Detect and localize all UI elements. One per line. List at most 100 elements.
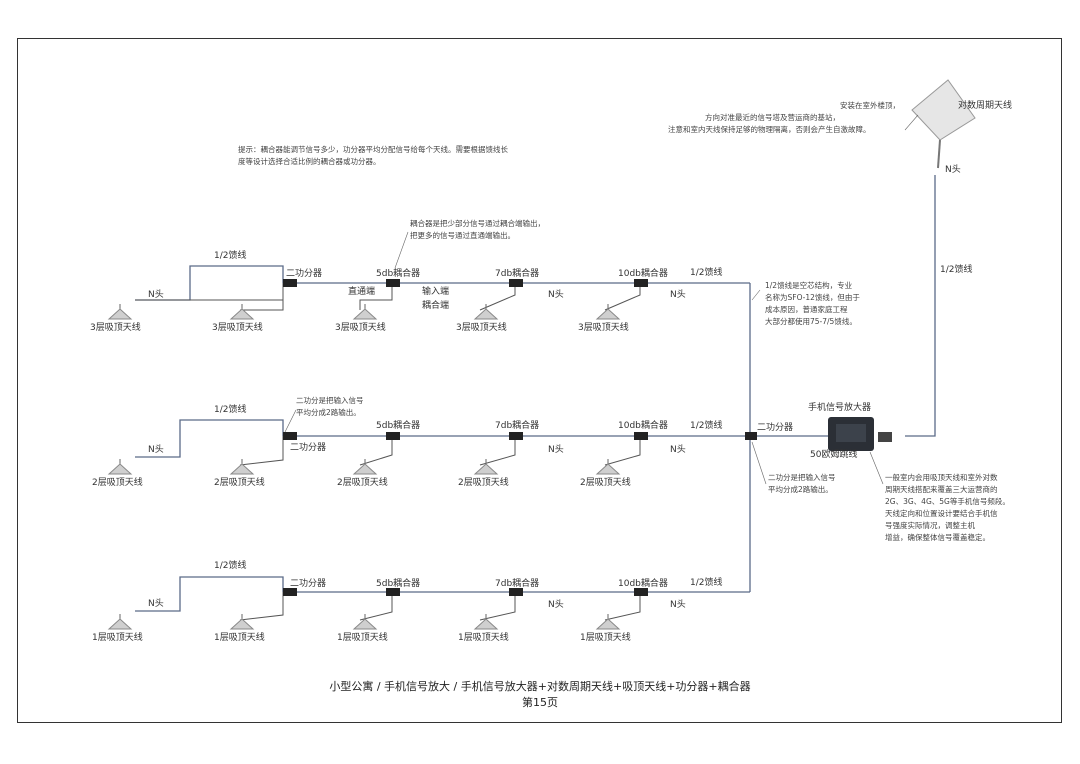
row2-splitter-label: 二功分器 [290, 442, 326, 453]
splitter-3 [283, 279, 297, 287]
amp-note-5: 号强度实际情况，调整主机 [885, 520, 975, 530]
ceiling-antenna-icon [595, 304, 621, 320]
ceiling-antenna-icon [107, 304, 133, 320]
row1-c5-label: 5db耦合器 [376, 577, 420, 589]
footer-page: 第15页 [522, 695, 558, 709]
splitter-note-1: 二功分是把输入信号 [296, 395, 364, 405]
row3-c5-label: 5db耦合器 [376, 267, 420, 279]
cable-note-2: 名称为SFO-12馈线，但由于 [765, 292, 860, 302]
row3-ant3: 3层吸顶天线 [335, 321, 386, 333]
ceiling-antenna-icon [473, 459, 499, 475]
row3-ant4: 3层吸顶天线 [456, 321, 507, 333]
labels: 1/2馈线 N头 二功分器 5db耦合器 7db耦合器 10db耦合器 1/2馈… [90, 99, 1012, 709]
trunk-lines [135, 175, 936, 612]
row3-ant5: 3层吸顶天线 [578, 321, 629, 333]
row3-nhead-label: N头 [148, 289, 164, 300]
coupler-7db-1 [509, 588, 523, 596]
row3-feeder2-label: 1/2馈线 [690, 266, 723, 278]
tip-note-1: 提示：耦合器能调节信号多少，功分器平均分配信号给每个天线。需要根据馈线长 [238, 144, 508, 154]
coupler-note-1: 耦合器是把少部分信号通过耦合端输出， [410, 218, 545, 228]
row2-feeder2-label: 1/2馈线 [690, 419, 723, 431]
ceiling-antenna-icon [352, 304, 378, 320]
cable-note-4: 大部分都使用75-7/5馈线。 [765, 316, 857, 326]
diagram-frame [17, 38, 1062, 723]
row2-nhead3: N头 [670, 444, 686, 455]
outdoor-note-1: 安装在室外楼顶， [840, 100, 900, 110]
row3-nhead2: N头 [548, 289, 564, 300]
row1-nhead-label: N头 [148, 598, 164, 609]
row2-c7-label: 7db耦合器 [495, 419, 539, 431]
cable-note-1: 1/2馈线是空芯结构，专业 [765, 280, 853, 290]
coupler-note-2: 把更多的信号通过直通端输出。 [410, 230, 515, 240]
row2-ant3: 2层吸顶天线 [337, 476, 388, 488]
row1-c7-label: 7db耦合器 [495, 577, 539, 589]
cable-note-3: 成本原因，普通家庭工程 [765, 304, 848, 314]
outdoor-nhead-label: N头 [945, 164, 961, 175]
row1-ant4: 1层吸顶天线 [458, 631, 509, 643]
ceiling-antenna-icon [229, 459, 255, 475]
coupled-port-label: 耦合端 [422, 299, 449, 311]
footer-title: 小型公寓 / 手机信号放大 / 手机信号放大器+对数周期天线+吸顶天线+功分器+… [329, 679, 750, 693]
amp-note-4: 天线定向和位置设计要结合手机信 [885, 508, 998, 518]
main-splitter-label: 二功分器 [757, 422, 793, 433]
ceiling-antenna-icon [352, 459, 378, 475]
amp-note-1: 一般室内会用吸顶天线和室外对数 [885, 472, 998, 482]
row1-c10-label: 10db耦合器 [618, 577, 668, 589]
row2-ant4: 2层吸顶天线 [458, 476, 509, 488]
main-splitter [745, 432, 757, 440]
ceiling-antenna-icon [229, 614, 255, 630]
amp-note-2: 周期天线搭配来覆盖三大运营商的 [885, 484, 998, 494]
amp-note-6: 增益，确保整体信号覆盖稳定。 [885, 532, 990, 542]
coupler-10db-2 [634, 432, 648, 440]
ceiling-antenna-icon [107, 614, 133, 630]
direct-port-label: 直通端 [348, 285, 375, 297]
coupler-5db-3 [386, 279, 400, 287]
ceiling-antenna-icon [595, 459, 621, 475]
coupler-5db-2 [386, 432, 400, 440]
log-periodic-antenna-icon [911, 79, 976, 141]
input-port-label: 输入端 [422, 285, 449, 297]
row2-feeder-label: 1/2馈线 [214, 403, 247, 415]
row1-ant2: 1层吸顶天线 [214, 631, 265, 643]
row2-nhead-label: N头 [148, 444, 164, 455]
coupler-10db-1 [634, 588, 648, 596]
tip-note-2: 度等设计选择合适比例的耦合器或功分器。 [238, 156, 381, 166]
row2-ant2: 2层吸顶天线 [214, 476, 265, 488]
components [283, 79, 976, 596]
row1-feeder-label: 1/2馈线 [214, 559, 247, 571]
leader-lines [284, 114, 919, 485]
splitter-note-2: 平均分成2路输出。 [296, 407, 361, 417]
outdoor-note-3: 注意和室内天线保持足够的物理隔离，否则会产生自激故障。 [668, 124, 871, 134]
amp-note-3: 2G、3G、4G、5G等手机信号频段。 [885, 496, 1010, 506]
row2-c10-label: 10db耦合器 [618, 419, 668, 431]
jumper-label: 50欧姆跳线 [810, 448, 857, 460]
row1-splitter-label: 二功分器 [290, 578, 326, 589]
row1-ant1: 1层吸顶天线 [92, 631, 143, 643]
row3-nhead3: N头 [670, 289, 686, 300]
ceiling-antenna-icon [352, 614, 378, 630]
row3-c10-label: 10db耦合器 [618, 267, 668, 279]
row3-ant1: 3层吸顶天线 [90, 321, 141, 333]
ceiling-antenna-icon [595, 614, 621, 630]
coupler-7db-3 [509, 279, 523, 287]
ceiling-antenna-icon [473, 304, 499, 320]
coupler-5db-1 [386, 588, 400, 596]
splitter-2 [283, 432, 297, 440]
row3-ant2: 3层吸顶天线 [212, 321, 263, 333]
row2-ant5: 2层吸顶天线 [580, 476, 631, 488]
row1-nhead3: N头 [670, 599, 686, 610]
row3-splitter-label: 二功分器 [286, 268, 322, 279]
coupler-10db-3 [634, 279, 648, 287]
coupler-7db-2 [509, 432, 523, 440]
amplifier-label: 手机信号放大器 [808, 401, 871, 413]
row1-nhead2: N头 [548, 599, 564, 610]
ceiling-antenna-icon [473, 614, 499, 630]
splitter-note-b1: 二功分是把输入信号 [768, 472, 836, 482]
row1-ant3: 1层吸顶天线 [337, 631, 388, 643]
ceiling-antenna-icon [107, 459, 133, 475]
row2-nhead2: N头 [548, 444, 564, 455]
row1-feeder2-label: 1/2馈线 [690, 576, 723, 588]
row2-c5-label: 5db耦合器 [376, 419, 420, 431]
row3-feeder-label: 1/2馈线 [214, 249, 247, 261]
